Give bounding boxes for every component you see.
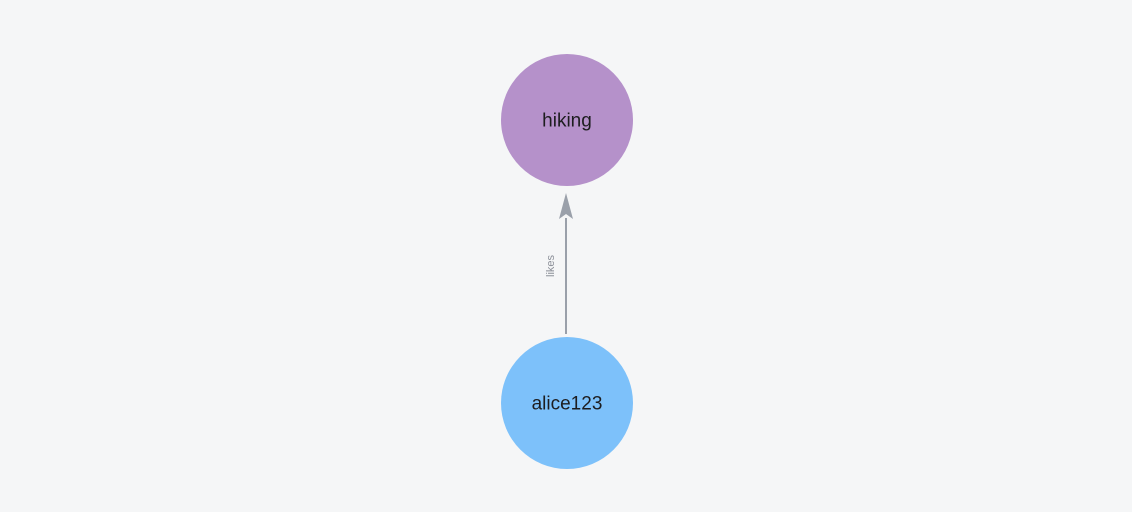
node-alice123[interactable]: alice123 — [501, 337, 633, 469]
edge-likes[interactable]: likes — [545, 193, 573, 334]
node-hiking[interactable]: hiking — [501, 54, 633, 186]
node-hiking-circle[interactable] — [501, 54, 633, 186]
node-alice123-label: alice123 — [532, 394, 603, 415]
node-hiking-label: hiking — [542, 111, 592, 132]
node-alice123-circle[interactable] — [501, 337, 633, 469]
edge-label: likes — [545, 255, 557, 278]
edge-arrowhead — [559, 193, 573, 219]
